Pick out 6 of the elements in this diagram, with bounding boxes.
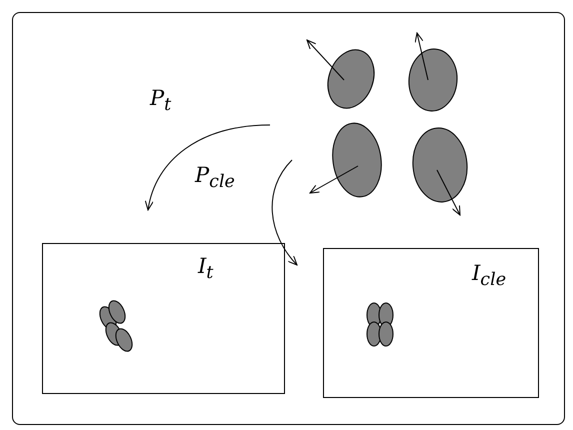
image-label: I$_{t}$: [198, 256, 214, 283]
image-label: I$_{cle}$: [472, 263, 506, 290]
projection-arrow: [272, 160, 298, 266]
image-frame: [323, 248, 539, 398]
image-frame: [42, 243, 285, 394]
projection-arrow: [145, 124, 270, 210]
